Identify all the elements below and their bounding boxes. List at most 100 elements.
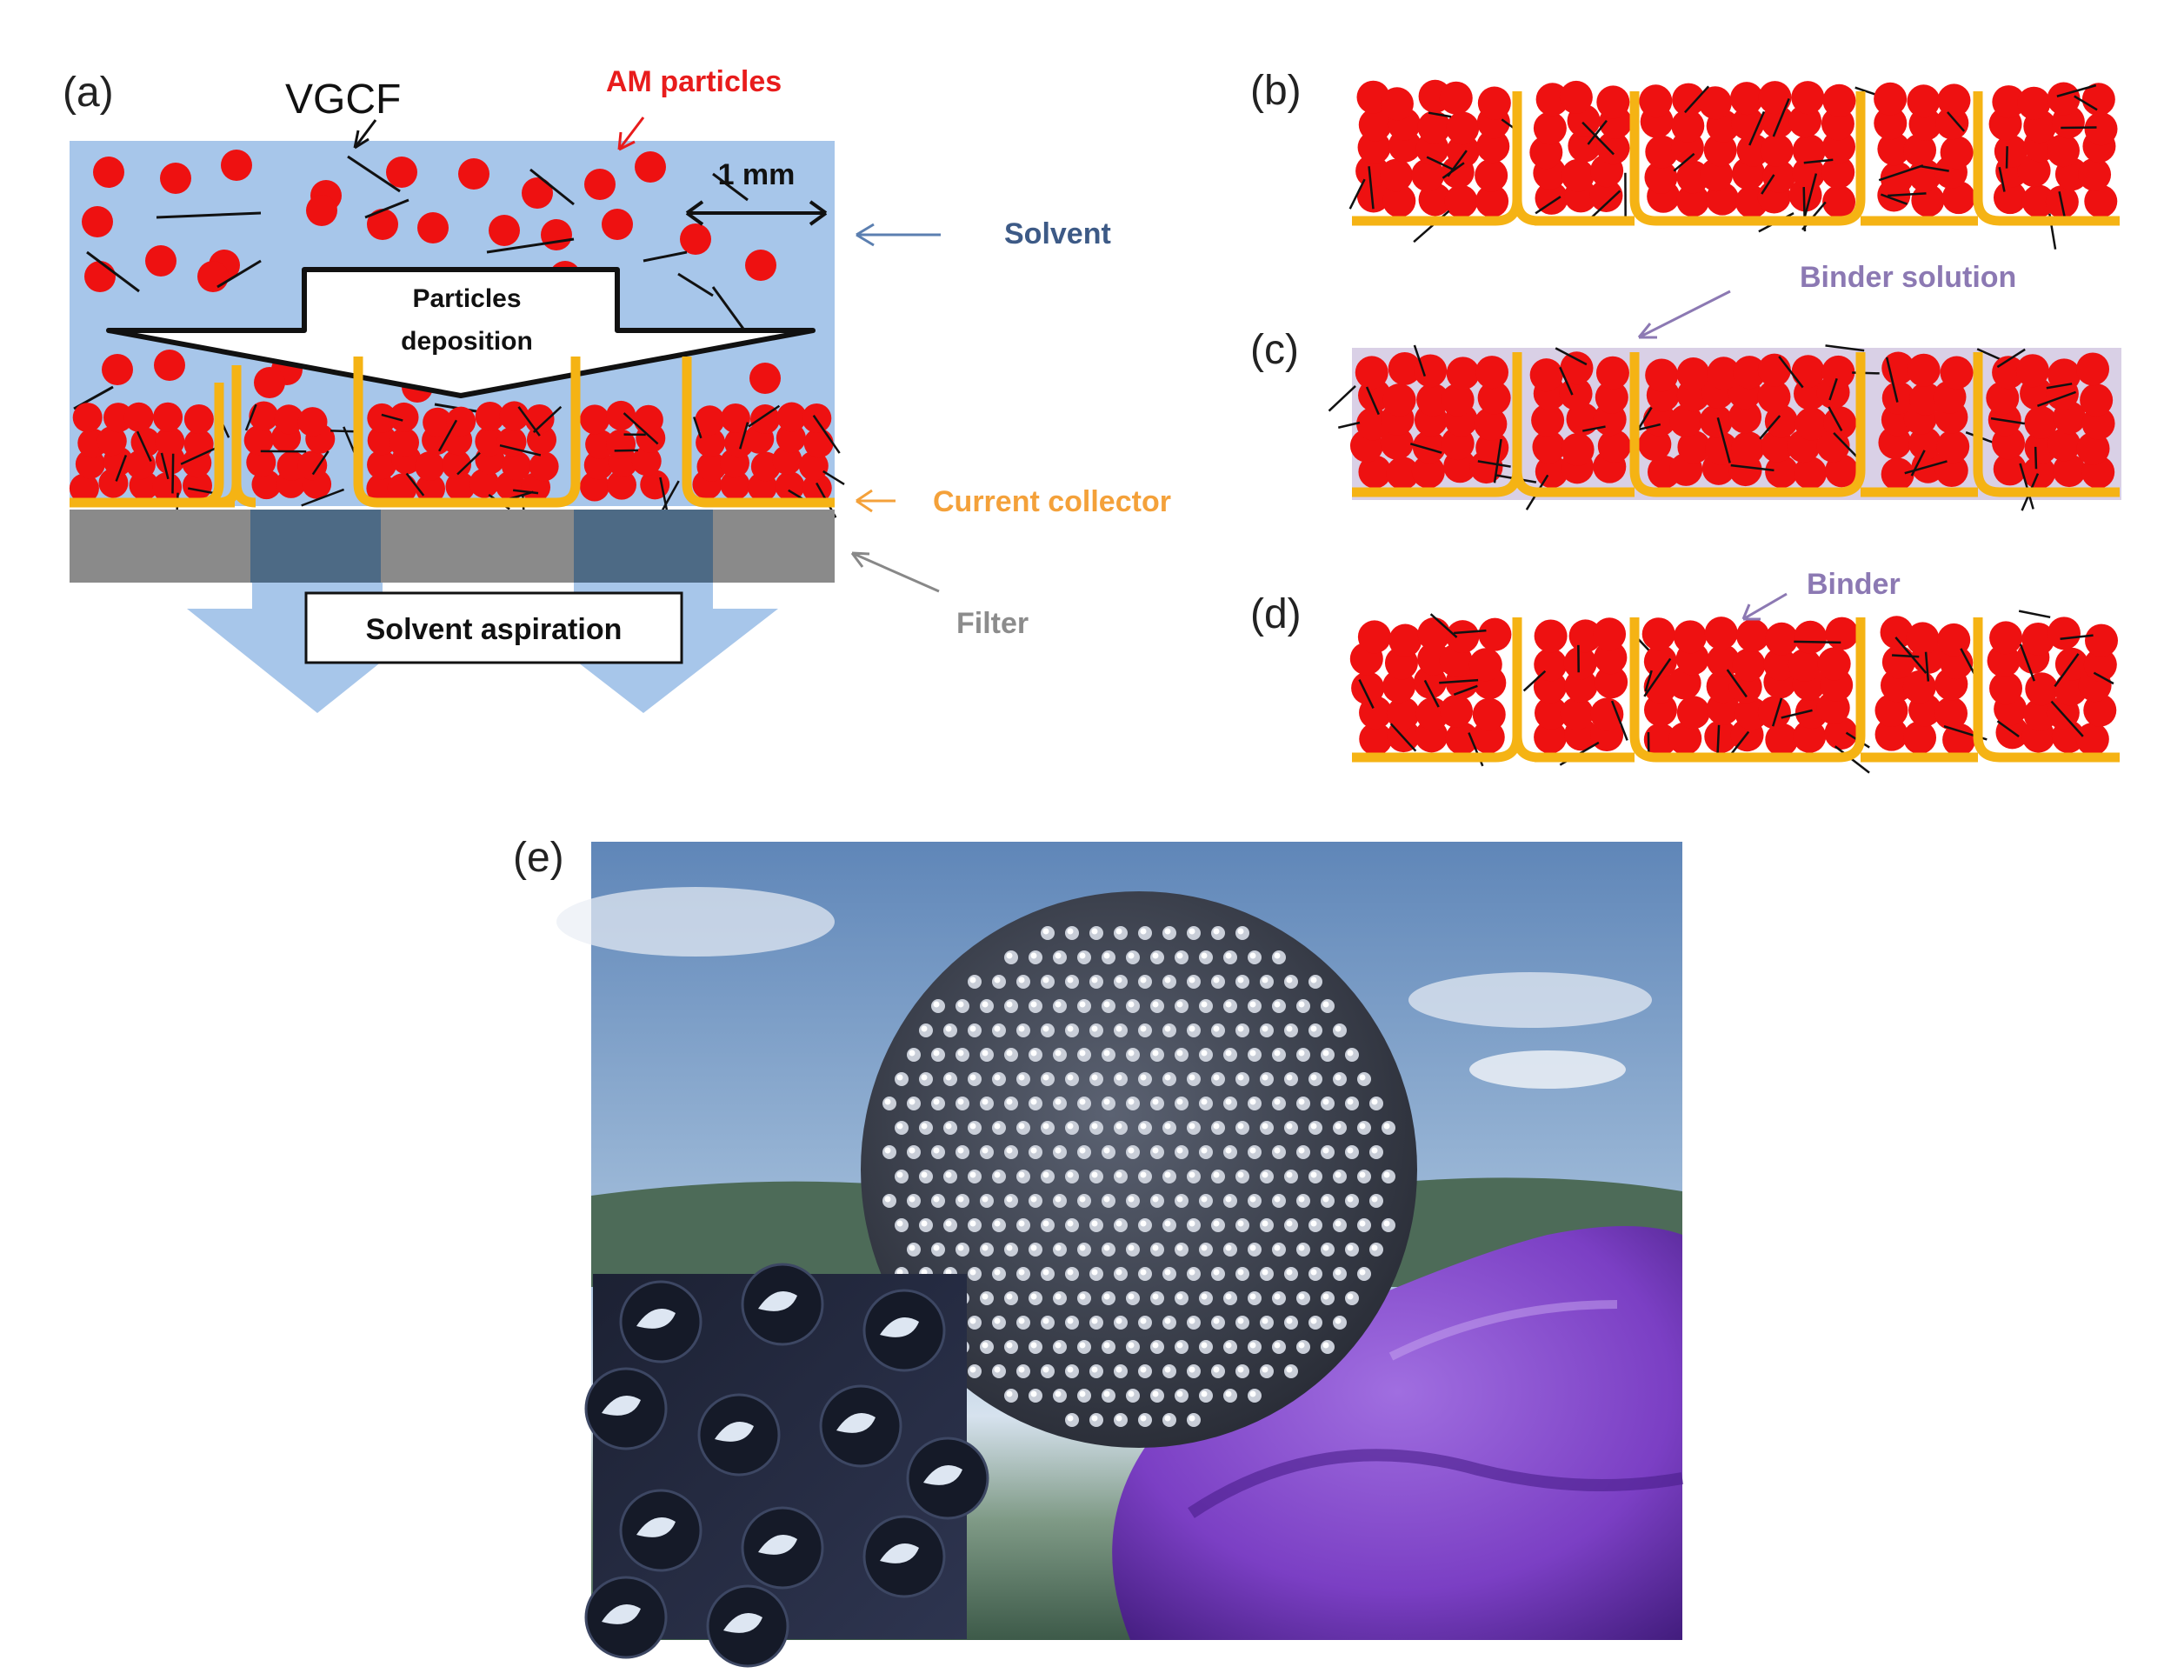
disc-dimple-highlight [921, 1171, 928, 1178]
am-particle [97, 426, 127, 457]
am-particle [1676, 357, 1710, 391]
am-particle [1907, 84, 1941, 118]
disc-dimple-highlight [1201, 1098, 1208, 1105]
disc-dimple-highlight [1128, 1196, 1135, 1203]
vgcf-fiber [1920, 164, 1949, 172]
am-particle [1794, 456, 1828, 490]
current-collector-label: Current collector [933, 485, 1171, 518]
disc-dimple-highlight [945, 1123, 952, 1130]
disc-dimple-highlight [1322, 1050, 1329, 1057]
disc-dimple-highlight [1286, 1025, 1293, 1032]
disc-dimple-highlight [1055, 1196, 1062, 1203]
vgcf-fiber [1673, 152, 1695, 172]
disc-dimple-highlight [1249, 1050, 1256, 1057]
vgcf-fiber [529, 168, 575, 206]
disc-dimple-highlight [1042, 977, 1049, 983]
am-particle [1386, 697, 1420, 730]
am-particle [1880, 616, 1914, 650]
disc-dimple-highlight [1091, 1269, 1098, 1276]
am-particle [417, 212, 449, 243]
disc-dimple-highlight [1262, 1269, 1268, 1276]
filter-pointer [850, 551, 940, 593]
disc-dimple-highlight [1164, 928, 1171, 935]
am-particle [1791, 355, 1825, 389]
disc-dimple-highlight [1347, 1098, 1354, 1105]
disc-dimple-highlight [1042, 1074, 1049, 1081]
disc-dimple-highlight [1201, 1244, 1208, 1251]
vgcf-fiber [1581, 121, 1615, 156]
disc-dimple-highlight [1274, 1098, 1281, 1105]
disc-dimple-highlight [1079, 1244, 1086, 1251]
disc-dimple-highlight [1262, 1317, 1268, 1324]
vgcf-fiber [1643, 657, 1672, 697]
disc-dimple-highlight [957, 1098, 964, 1105]
am-particle [254, 367, 285, 398]
am-particle [442, 450, 472, 480]
am-particle [1445, 722, 1479, 756]
disc-dimple-highlight [1335, 1074, 1342, 1081]
am-particle [1732, 648, 1766, 682]
panel-d: (d) Binder [1250, 568, 2120, 774]
am-particle [1477, 381, 1511, 415]
disc-dimple-highlight [957, 1001, 964, 1008]
disc-dimple-highlight [1225, 1001, 1232, 1008]
am-particle [1936, 430, 1970, 463]
disc-dimple-highlight [909, 1050, 916, 1057]
am-particle [1676, 696, 1710, 730]
disc-dimple-highlight [1322, 1098, 1329, 1105]
am-particle [2078, 157, 2112, 191]
disc-dimple-highlight [1237, 1220, 1244, 1227]
am-particle [1881, 645, 1915, 679]
disc-dimple-highlight [1030, 1050, 1037, 1057]
disc-dimple-highlight [1079, 952, 1086, 959]
am-particle [1597, 430, 1631, 463]
am-particle [221, 150, 252, 181]
am-particle [1668, 722, 1702, 756]
vgcf-fiber [711, 286, 749, 336]
disc-dimple-highlight [1055, 1050, 1062, 1057]
disc-dimple-highlight [1091, 1171, 1098, 1178]
vgcf-fiber [1587, 119, 1608, 145]
am-particle [1677, 430, 1711, 464]
am-particle [1414, 354, 1448, 388]
am-particle [276, 450, 307, 481]
vgcf-fiber [2019, 463, 2034, 510]
am-particle [367, 403, 397, 433]
am-particle [696, 451, 727, 482]
vgcf-fiber [1825, 344, 1865, 352]
cloud [1469, 1050, 1626, 1089]
disc-dimple-highlight [1018, 1123, 1025, 1130]
vgcf-fiber [1423, 679, 1440, 708]
am-particle [1446, 620, 1480, 654]
disc-dimple-highlight [1067, 1123, 1074, 1130]
disc-dimple-highlight [1249, 1098, 1256, 1105]
disc-dimple-highlight [1310, 1123, 1317, 1130]
deposition-arrow [106, 267, 816, 398]
am-particle [1757, 380, 1791, 414]
am-particle [1700, 158, 1734, 192]
disc-dimple-highlight [1140, 1415, 1147, 1422]
disc-dimple-highlight [1103, 1390, 1110, 1397]
disc-dimple-highlight [1091, 1123, 1098, 1130]
am-particle [123, 402, 154, 432]
binder-solution-pointer [1637, 290, 1731, 339]
am-particle [1760, 133, 1794, 167]
am-particle [1476, 130, 1510, 163]
disc-dimple-highlight [1262, 1366, 1268, 1373]
vgcf-fiber [2074, 95, 2098, 111]
vgcf-fiber [614, 449, 638, 452]
disc-dimple-highlight [1213, 1317, 1220, 1324]
vgcf-fiber [1803, 158, 1834, 164]
disc-dimple-highlight [1262, 977, 1268, 983]
disc-dimple-highlight [1103, 1293, 1110, 1300]
panel-c: (c) Binder solution [1250, 261, 2121, 511]
am-particle [469, 468, 500, 498]
vgcf-fiber [115, 455, 128, 482]
am-particle [1758, 81, 1792, 115]
am-particle [1594, 641, 1628, 675]
disc-dimple-highlight [1128, 1342, 1135, 1349]
current-collector [1973, 617, 2120, 763]
disc-dimple-highlight [969, 1074, 976, 1081]
am-particle [1351, 671, 1385, 705]
vgcf-fiber [180, 447, 216, 465]
